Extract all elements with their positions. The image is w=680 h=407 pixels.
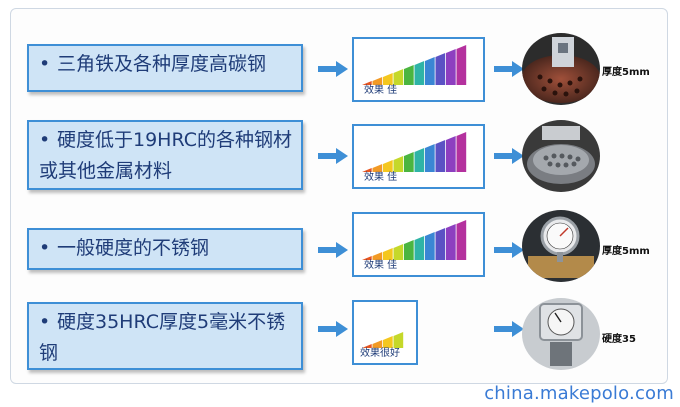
- right-arrow-icon: [494, 61, 524, 77]
- effect-meter-4: 效果很好: [352, 300, 418, 365]
- bullet-icon: •: [39, 311, 51, 333]
- material-text: 一般硬度的不锈钢: [57, 237, 210, 259]
- material-text: 硬度35HRC厚度5毫米不锈钢: [39, 311, 286, 364]
- meter-segment: [372, 164, 383, 172]
- effect-level-bar: [362, 132, 467, 172]
- material-label-2: •硬度低于19HRC的各种钢材或其他金属材料: [27, 120, 303, 190]
- meter-segment: [414, 236, 425, 260]
- effect-label: 效果 佳: [364, 85, 398, 96]
- right-arrow-icon: [318, 321, 348, 337]
- effect-meter-2: 效果 佳: [352, 124, 485, 189]
- effect-level-bar: [362, 220, 467, 260]
- watermark: china.makepolo.com: [484, 383, 674, 404]
- meter-segment: [435, 228, 446, 260]
- hardness-tester-photo: [522, 298, 600, 370]
- meter-segment: [446, 49, 456, 85]
- meter-segment: [456, 45, 467, 85]
- meter-segment: [372, 252, 383, 260]
- effect-label: 效果 佳: [364, 260, 398, 271]
- meter-segment: [393, 69, 404, 85]
- meter-segment: [414, 61, 425, 85]
- right-arrow-icon: [494, 242, 524, 258]
- meter-segment: [435, 140, 446, 172]
- meter-segment: [446, 224, 456, 260]
- meter-segment: [372, 340, 383, 348]
- bullet-icon: •: [39, 129, 51, 151]
- thickness-caption: 厚度5mm: [602, 246, 650, 257]
- meter-segment: [425, 232, 435, 260]
- material-label-3: • 一般硬度的不锈钢: [27, 228, 303, 270]
- meter-segment: [404, 152, 414, 172]
- bullet-icon: •: [39, 53, 51, 75]
- meter-segment: [393, 244, 404, 260]
- metal-perforated-photo: [522, 33, 600, 105]
- thickness-caption: 厚度5mm: [602, 67, 650, 78]
- effect-level-bar: [362, 45, 467, 85]
- effect-meter-3: 效果 佳: [352, 212, 485, 277]
- meter-segment: [446, 136, 456, 172]
- material-text: 三角铁及各种厚度高碳钢: [57, 53, 267, 75]
- effect-level-bar: [362, 332, 404, 348]
- meter-segment: [414, 148, 425, 172]
- meter-segment: [435, 53, 446, 85]
- material-label-1: • 三角铁及各种厚度高碳钢: [27, 44, 303, 92]
- meter-segment: [425, 57, 435, 85]
- meter-segment: [393, 156, 404, 172]
- material-text: 硬度低于19HRC的各种钢材或其他金属材料: [39, 129, 292, 182]
- right-arrow-icon: [318, 148, 348, 164]
- meter-segment: [404, 65, 414, 85]
- meter-segment: [425, 144, 435, 172]
- right-arrow-icon: [494, 148, 524, 164]
- bullet-icon: •: [39, 237, 51, 259]
- meter-segment: [393, 332, 404, 348]
- effect-meter-1: 效果 佳: [352, 37, 485, 102]
- meter-segment: [456, 132, 467, 172]
- dial-gauge-photo: [522, 210, 600, 282]
- effect-label: 效果很好: [360, 348, 400, 359]
- meter-segment: [404, 240, 414, 260]
- right-arrow-icon: [318, 242, 348, 258]
- meter-segment: [372, 77, 383, 85]
- material-label-4: •硬度35HRC厚度5毫米不锈钢: [27, 302, 303, 370]
- right-arrow-icon: [318, 61, 348, 77]
- effect-label: 效果 佳: [364, 172, 398, 183]
- right-arrow-icon: [494, 321, 524, 337]
- hardness-caption: 硬度35: [602, 334, 636, 345]
- metal-disc-photo: [522, 120, 600, 192]
- meter-segment: [456, 220, 467, 260]
